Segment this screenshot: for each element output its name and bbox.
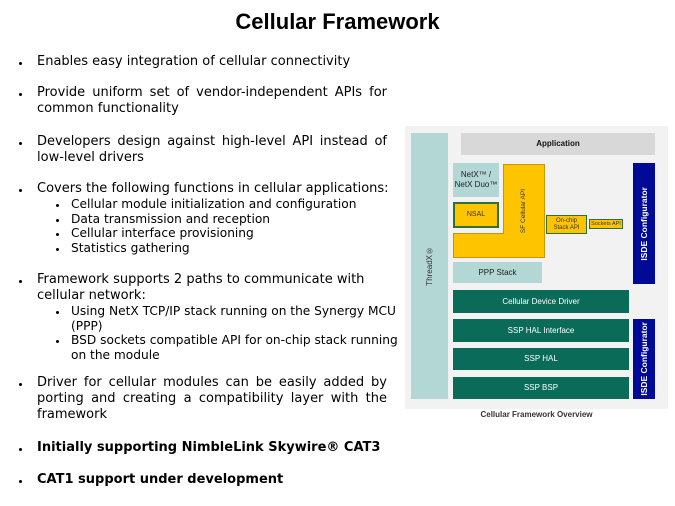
sockets-api-label: Sockets API xyxy=(591,221,621,227)
bullet-text: Developers design against high-level API… xyxy=(37,134,387,149)
bullet-text: Driver for cellular modules can be easil… xyxy=(37,375,387,390)
sub-bullet-icon xyxy=(55,233,59,236)
ssp-bsp-label: SSP BSP xyxy=(523,383,559,392)
bullet-icon xyxy=(19,448,22,451)
isde-configurator-label: ISDE Configurator xyxy=(639,186,649,261)
bullet-item: Covers the following functions in cellul… xyxy=(19,181,389,256)
sockets-api-block: Sockets API xyxy=(589,219,623,229)
bullet-item: Framework supports 2 paths to communicat… xyxy=(19,272,398,362)
sub-bullet-text: Cellular module initialization and confi… xyxy=(71,197,357,211)
bullet-text: porting and creating a compatibility lay… xyxy=(37,391,387,406)
netx-label-line: NetX™ / xyxy=(460,170,492,179)
bullet-item: Developers design against high-level API… xyxy=(19,134,387,166)
bullet-text: Initially supporting NimbleLink Skywire®… xyxy=(37,440,381,455)
nsal-block: NSAL xyxy=(453,202,499,228)
sf-cellular-api-label: SF Cellular API xyxy=(519,188,527,234)
sub-bullet-text: (PPP) xyxy=(71,318,103,333)
ssp-bsp-block: SSP BSP xyxy=(453,377,629,399)
bullet-icon xyxy=(19,480,22,483)
sub-bullet-icon xyxy=(55,204,59,207)
bullet-text: Provide uniform set of vendor-independen… xyxy=(37,85,387,100)
sub-bullet-list: Using NetX TCP/IP stack running on the S… xyxy=(55,304,398,362)
bullet-text: Covers the following functions in cellul… xyxy=(37,181,389,196)
application-label: Application xyxy=(536,139,580,148)
application-block: Application xyxy=(461,133,655,155)
bullet-text: low-level drivers xyxy=(37,150,144,165)
bullet-text: framework xyxy=(37,407,108,422)
sub-bullet-text: Statistics gathering xyxy=(71,240,190,255)
bullet-icon xyxy=(19,142,22,145)
sub-bullet-list: Cellular module initialization and confi… xyxy=(55,197,389,256)
sf-cellular-api-shape xyxy=(453,164,545,258)
nsal-label: NSAL xyxy=(466,211,486,218)
netx-block: NetX™ / NetX Duo™ xyxy=(453,163,499,197)
bullet-text: common functionality xyxy=(37,101,179,116)
sf-cellular-api-block xyxy=(453,164,545,258)
sub-bullet-item: Statistics gathering xyxy=(55,240,389,256)
sub-bullet-text: Data transmission and reception xyxy=(71,211,271,226)
ssp-hal-interface-block: SSP HAL Interface xyxy=(453,319,629,342)
bullet-item-highlight: CAT1 support under development xyxy=(19,472,284,488)
isde-configurator-label: ISDE Configurator xyxy=(639,322,649,396)
bullet-text: cellular network: xyxy=(37,288,146,303)
sub-bullet-item: Using NetX TCP/IP stack running on the S… xyxy=(55,304,398,333)
sub-bullet-icon xyxy=(55,247,59,251)
sub-bullet-item: Cellular interface provisioning xyxy=(55,226,389,241)
bullet-item: Provide uniform set of vendor-independen… xyxy=(19,85,387,117)
ssp-hal-block: SSP HAL xyxy=(453,348,629,370)
sub-bullet-text: BSD sockets compatible API for on-chip s… xyxy=(71,333,398,347)
on-chip-stack-api-label-line: Stack API xyxy=(553,224,580,231)
bullet-icon xyxy=(19,189,22,192)
bullet-icon xyxy=(19,93,22,96)
isde-configurator-lower-block: ISDE Configurator xyxy=(633,319,655,399)
diagram-caption: Cellular Framework Overview xyxy=(480,410,593,419)
bullet-icon xyxy=(19,383,22,386)
ppp-stack-block: PPP Stack xyxy=(453,262,542,283)
ppp-stack-label: PPP Stack xyxy=(478,267,517,277)
isde-configurator-upper-block: ISDE Configurator xyxy=(633,163,655,284)
bullet-item-highlight: Initially supporting NimbleLink Skywire®… xyxy=(19,440,381,456)
sub-bullet-icon xyxy=(55,311,59,314)
bullet-text: CAT1 support under development xyxy=(37,472,284,487)
bullet-item: Enables easy integration of cellular con… xyxy=(19,54,351,70)
on-chip-stack-api-block: On-chip Stack API xyxy=(546,215,587,234)
sf-cellular-api-label-area: SF Cellular API xyxy=(503,164,544,258)
sub-bullet-text: Using NetX TCP/IP stack running on the S… xyxy=(71,304,396,318)
cellular-device-driver-block: Cellular Device Driver xyxy=(453,290,629,313)
slide-title: Cellular Framework xyxy=(235,9,440,34)
on-chip-stack-api-label-line: On-chip xyxy=(555,217,577,224)
bullet-item: Driver for cellular modules can be easil… xyxy=(19,375,387,423)
sub-bullet-item: Cellular module initialization and confi… xyxy=(55,197,389,212)
bullet-icon xyxy=(19,62,22,65)
threadx-block: ThreadX® xyxy=(411,133,448,399)
sub-bullet-item: Data transmission and reception xyxy=(55,211,389,227)
ssp-hal-interface-label: SSP HAL Interface xyxy=(507,325,575,335)
bullet-icon xyxy=(19,280,22,283)
ssp-hal-label: SSP HAL xyxy=(524,354,558,363)
bullet-text: Framework supports 2 paths to communicat… xyxy=(37,272,365,287)
sub-bullet-icon xyxy=(55,340,59,343)
bullet-text: Enables easy integration of cellular con… xyxy=(37,54,351,69)
sub-bullet-text: on the module xyxy=(71,347,160,362)
netx-label-line: NetX Duo™ xyxy=(454,180,498,189)
sub-bullet-text: Cellular interface provisioning xyxy=(71,226,254,240)
cellular-framework-diagram: ThreadX® Application NetX™ / NetX Duo™ S… xyxy=(405,126,668,409)
sub-bullet-icon xyxy=(55,218,59,222)
cellular-device-driver-label: Cellular Device Driver xyxy=(502,296,580,306)
sub-bullet-item: BSD sockets compatible API for on-chip s… xyxy=(55,333,398,362)
